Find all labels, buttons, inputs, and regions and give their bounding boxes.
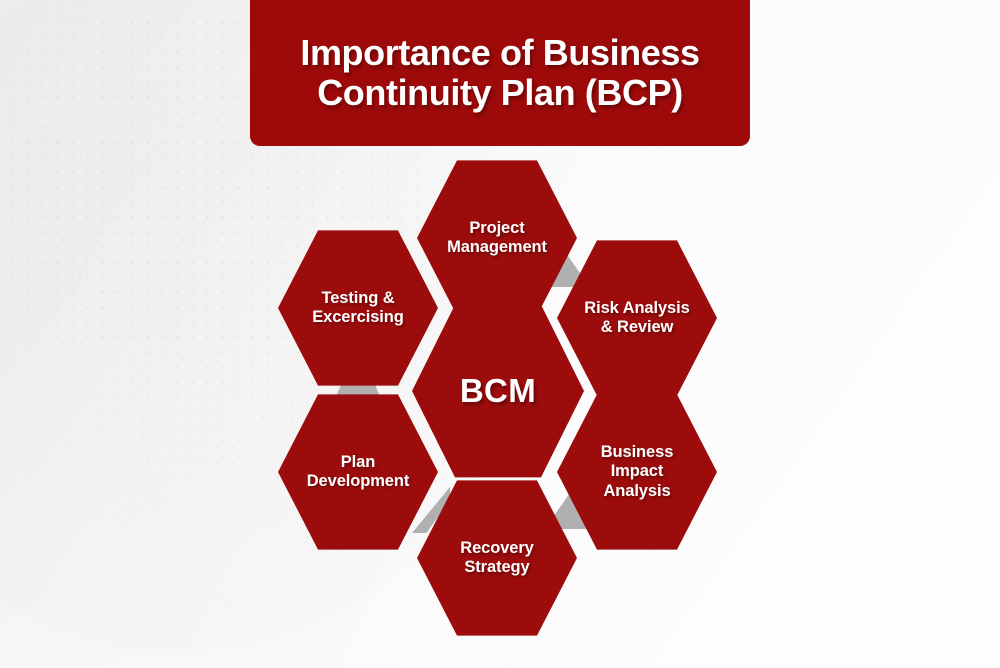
page-title: Importance of Business Continuity Plan (… (300, 31, 700, 113)
hex-node-label-recovery-strategy: Recovery Strategy (460, 538, 534, 576)
hex-node-bcm-center[interactable]: BCM (412, 304, 584, 478)
hex-node-business-impact-analysis[interactable]: Business Impact Analysis (557, 394, 717, 550)
hex-node-label-project-management: Project Management (447, 218, 547, 256)
title-banner: Importance of Business Continuity Plan (… (250, 0, 750, 146)
hex-node-label-testing-excercising: Testing & Excercising (312, 288, 404, 326)
hex-node-risk-analysis-review[interactable]: Risk Analysis & Review (557, 240, 717, 396)
hex-node-label-bcm: BCM (459, 371, 537, 409)
hex-node-label-plan-development: Plan Development (306, 452, 410, 490)
hex-node-label-business-impact-analysis: Business Impact Analysis (600, 443, 674, 500)
hex-node-project-management[interactable]: Project Management (417, 160, 577, 316)
hex-node-plan-development[interactable]: Plan Development (278, 394, 438, 550)
hex-node-label-risk-analysis-review: Risk Analysis & Review (584, 298, 690, 336)
